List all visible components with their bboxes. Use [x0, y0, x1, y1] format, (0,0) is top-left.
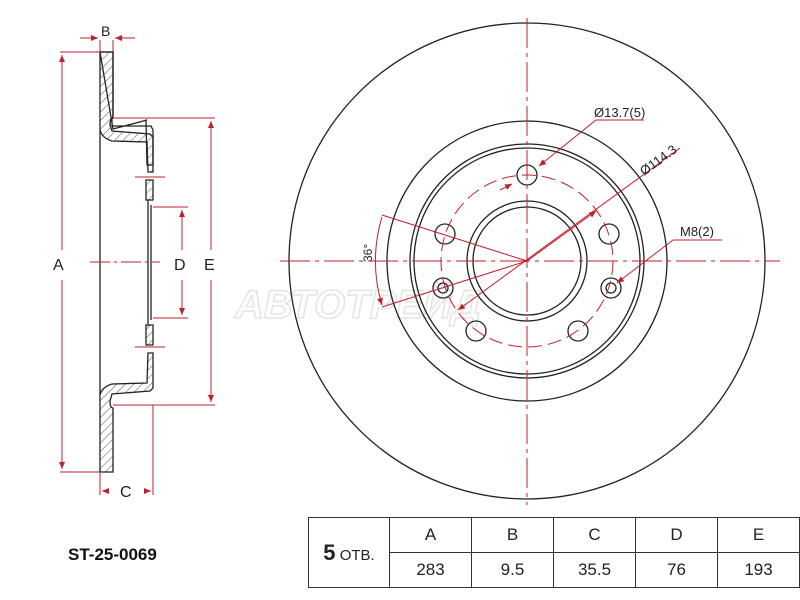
header-b: B — [471, 517, 554, 553]
hole-diameter-label: Ø13.7(5) — [594, 105, 645, 120]
bolt-hole — [567, 320, 589, 342]
value-a: 283 — [389, 552, 472, 588]
dimensions-table: 5 ОТВ. A B C D E 283 9.5 35.5 76 193 — [308, 517, 800, 588]
dim-label-c: C — [120, 484, 132, 501]
holes-unit: ОТВ. — [339, 546, 375, 564]
watermark: АВТОТРЕЙД — [234, 280, 481, 327]
threaded-hole — [600, 277, 622, 299]
value-b: 9.5 — [471, 552, 554, 588]
part-number: ST-25-0069 — [68, 545, 157, 564]
front-dimensions — [280, 18, 780, 505]
value-e: 193 — [717, 552, 800, 588]
bolt-hole — [465, 320, 487, 342]
thread-label: M8(2) — [680, 224, 714, 239]
dim-label-b: B — [101, 23, 110, 39]
header-c: C — [553, 517, 636, 553]
dim-label-e: E — [204, 257, 215, 274]
holes-count-cell: 5 ОТВ. — [308, 517, 390, 588]
side-section-view — [99, 51, 154, 473]
value-c: 35.5 — [553, 552, 636, 588]
value-d: 76 — [635, 552, 718, 588]
side-dimensions — [59, 35, 215, 495]
bolt-hole — [598, 223, 620, 245]
header-e: E — [717, 517, 800, 553]
header-d: D — [635, 517, 718, 553]
dim-label-a: A — [53, 257, 64, 274]
bolt-hole — [434, 223, 456, 245]
dim-label-d: D — [174, 257, 186, 274]
holes-count: 5 — [323, 539, 336, 565]
pcd-label: Ø114.3 — [637, 142, 680, 179]
header-a: A — [389, 517, 472, 553]
angle-label: 36° — [361, 244, 375, 262]
